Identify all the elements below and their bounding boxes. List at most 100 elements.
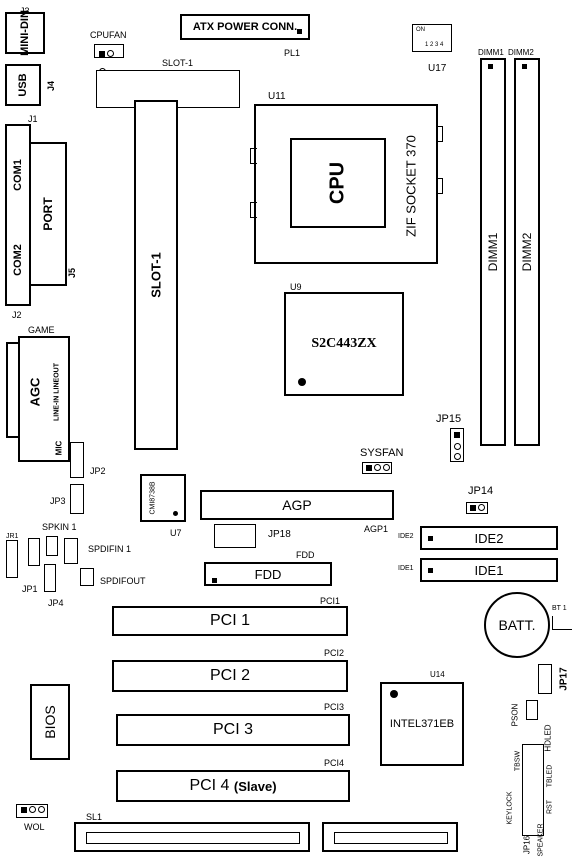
fdd-small-label: FDD <box>296 550 315 560</box>
spdifin1-header <box>64 538 78 564</box>
pci1-slot: PCI 1 <box>112 606 348 636</box>
pci1-small-label: PCI1 <box>320 596 341 606</box>
pci2-label: PCI 2 <box>209 667 250 684</box>
pci2-slot: PCI 2 <box>112 660 348 692</box>
pin1-marker-icon <box>212 578 217 583</box>
ide2-small-label: IDE2 <box>398 533 414 540</box>
pin-circle-icon <box>29 806 36 814</box>
atx-power-label: ATX POWER CONN. <box>192 21 298 33</box>
atx-power-connector: ATX POWER CONN. <box>180 14 310 40</box>
ide2-label: IDE2 <box>474 530 504 546</box>
port-label: PORT <box>41 197 55 231</box>
usb-connector: USB <box>5 64 41 106</box>
u7-label: U7 <box>170 528 182 538</box>
cpufan-header <box>94 44 124 76</box>
jp1-label: JP1 <box>22 584 38 594</box>
batt-label: BATT. <box>498 617 536 633</box>
speaker-label-box: SPEAKER <box>534 820 548 860</box>
pin1-marker-icon <box>522 64 527 69</box>
j5-label: J5 <box>67 267 77 279</box>
sysfan-label: SYSFAN <box>360 447 404 459</box>
pci2-small-label: PCI2 <box>324 648 345 658</box>
j1-label: J1 <box>28 114 38 124</box>
pin-circle-icon <box>478 504 485 512</box>
slot1-top-label: SLOT-1 <box>162 58 194 68</box>
jp2-jumper <box>70 442 84 478</box>
spkin1-jumper <box>46 536 58 556</box>
usb-label: USB <box>17 73 29 97</box>
dimm2-vertical-label: DIMM2 <box>520 232 534 272</box>
j5-label-box: J5 <box>64 264 80 282</box>
ide1-label: IDE1 <box>474 562 504 578</box>
keylock-label-box: KEYLOCK <box>504 788 516 828</box>
fdd-label: FDD <box>254 566 282 582</box>
sysfan-header <box>362 462 392 474</box>
agp-slot: AGP <box>200 490 394 520</box>
u14-label: U14 <box>430 670 445 679</box>
u9-label: U9 <box>290 282 302 292</box>
pci4-label: PCI 4 <box>189 777 230 794</box>
dip-numbers-label: 1 2 3 4 <box>425 42 444 48</box>
ide2-connector: IDE2 <box>420 526 558 550</box>
pin-circle-icon <box>454 443 461 450</box>
battery: BATT. <box>484 592 550 658</box>
j2-label: J2 <box>12 310 22 320</box>
pin-circle-icon <box>374 464 381 472</box>
speaker-label: SPEAKER <box>537 823 545 857</box>
pin1-marker-icon <box>297 29 302 34</box>
pin-circle-icon <box>454 453 461 460</box>
jp18-label: JP18 <box>268 529 291 540</box>
pin1-marker-icon <box>428 536 433 541</box>
cmi-chip-label: CMI8738B <box>149 481 157 515</box>
pin1-dot-icon <box>390 690 398 698</box>
sl1-slot-extension <box>322 822 458 852</box>
j3-label: J3 <box>20 6 30 16</box>
rst-label: RST <box>546 800 554 814</box>
pson-label: PSON <box>510 703 520 727</box>
hdled-label: HDLED <box>543 724 553 752</box>
rst-label-box: RST <box>544 798 556 816</box>
tbsw-label-box: TBSW <box>512 744 524 778</box>
spkin1-label: SPKIN 1 <box>42 522 77 532</box>
pin1-marker-icon <box>428 568 433 573</box>
line-in-out-label: LINE-IN LINEOUT <box>53 363 61 421</box>
jp2-label: JP2 <box>90 466 106 476</box>
dimm1-slot: DIMM1 <box>480 58 506 446</box>
spdifin1-label: SPDIFIN 1 <box>88 544 132 554</box>
com2-label: COM2 <box>12 244 24 276</box>
jp4-jumper <box>44 564 56 592</box>
pci4-slave-label: (Slave) <box>233 778 277 794</box>
south-bridge-chip: INTEL371EB <box>380 682 464 766</box>
dimm2-slot: DIMM2 <box>514 58 540 446</box>
slot1-connector: SLOT-1 <box>134 100 178 450</box>
cpufan-label: CPUFAN <box>90 30 127 40</box>
south-bridge-label: INTEL371EB <box>389 718 455 730</box>
jp14-label: JP14 <box>468 485 494 497</box>
spdifout-label: SPDIFOUT <box>100 576 146 586</box>
dimm1-vertical-label: DIMM1 <box>486 232 500 272</box>
jp18-header <box>214 524 256 548</box>
pson-label-box: PSON <box>508 703 522 727</box>
u11-label: U11 <box>268 91 286 102</box>
pin-square-icon <box>366 464 372 471</box>
pin-square-icon <box>454 432 460 438</box>
pci4-small-label: PCI4 <box>324 758 345 768</box>
sl1-label: SL1 <box>86 812 103 822</box>
pin-square-icon <box>99 50 105 57</box>
pci3-slot: PCI 3 <box>116 714 350 746</box>
jp3-jumper <box>70 484 84 514</box>
spdifout-header <box>80 568 94 586</box>
slot1-vertical-label: SLOT-1 <box>148 252 164 298</box>
tbled-label: TBLED <box>546 764 554 788</box>
jp15-label: JP15 <box>436 413 462 425</box>
pin-square-icon <box>21 806 27 813</box>
jp15-jumper <box>450 428 464 462</box>
dip-switch: ON 1 2 3 4 <box>412 24 452 52</box>
ide1-connector: IDE1 <box>420 558 558 582</box>
mic-label: MIC <box>54 440 64 456</box>
pci3-label: PCI 3 <box>212 721 253 738</box>
cpu-label: CPU <box>326 161 349 205</box>
jp17-label-box: JP17 <box>556 664 572 694</box>
pci1-label: PCI 1 <box>209 612 250 629</box>
